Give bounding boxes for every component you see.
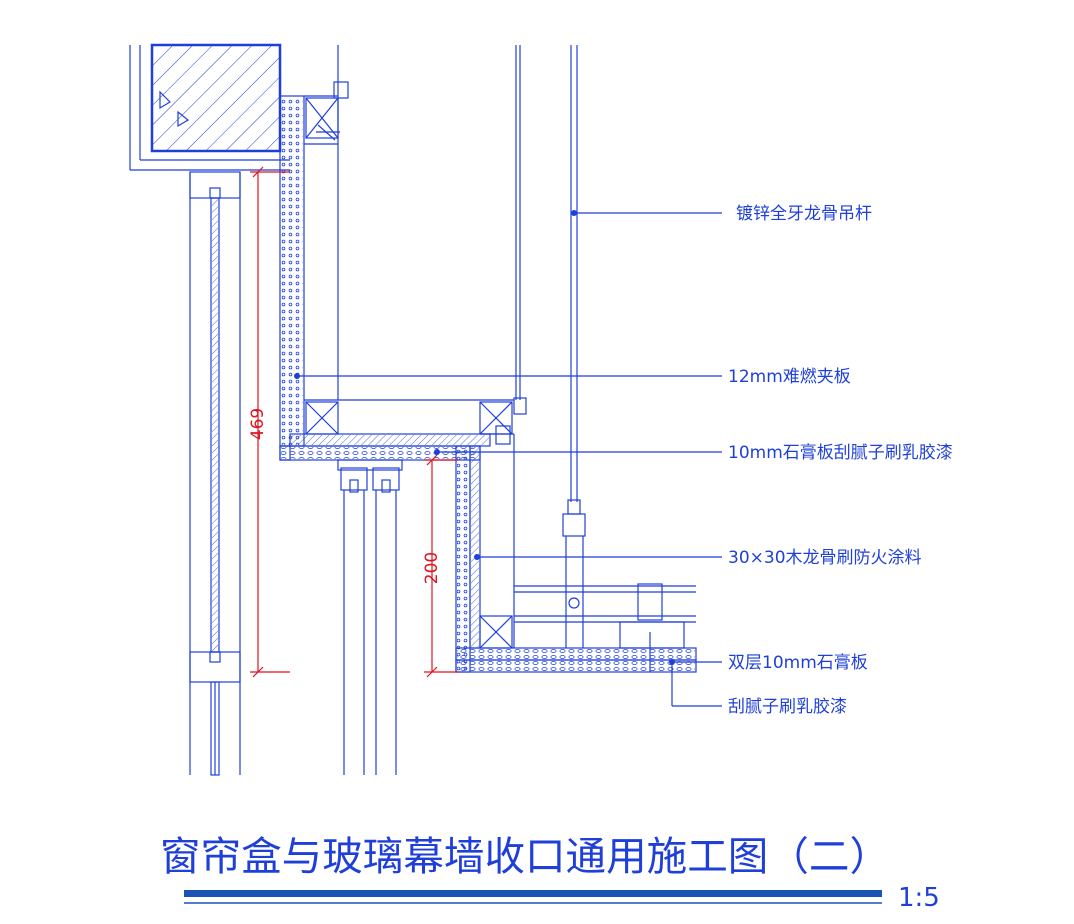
drawing-title: 窗帘盒与玻璃幕墙收口通用施工图（二） [160,834,890,880]
double-gypsum-ceiling [455,583,697,673]
dimension-469-text: 469 [248,408,268,440]
label-hanger-rod: 镀锌全牙龙骨吊杆 [736,204,872,224]
label-wood-joist: 30×30木龙骨刷防火涂料 [728,548,922,568]
label-fire-board: 12mm难燃夹板 [728,367,851,387]
concrete-beam [129,43,290,171]
curtain-track [337,459,403,775]
dimension-200-text: 200 [422,552,442,584]
label-gypsum-finish: 10mm石膏板刮腻子刷乳胶漆 [728,442,953,463]
label-putty-paint: 刮腻子刷乳胶漆 [728,697,847,717]
curtain-box-bottom [279,399,514,461]
hanger-rods [513,45,586,648]
fire-board-drop [455,425,515,673]
dimension-469 [250,166,290,678]
drawing-scale: 1:5 [898,883,940,913]
curtain-wall-mullion [189,171,241,776]
leader-lines [297,212,722,707]
label-double-gypsum: 双层10mm石膏板 [728,652,868,673]
leader-dots [294,210,675,665]
title-bar [184,890,882,897]
dimension-200 [424,454,458,678]
fire-board-vertical [279,45,349,447]
